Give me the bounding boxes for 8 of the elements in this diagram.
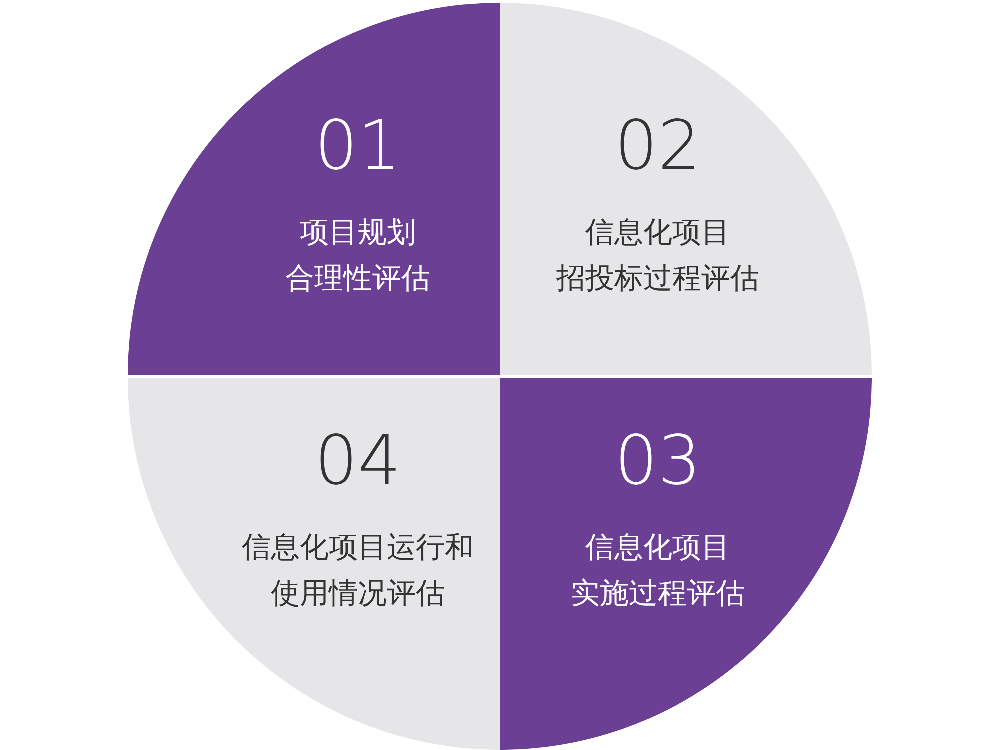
- step-number: 04: [314, 428, 402, 496]
- step-number: 01: [314, 113, 402, 181]
- step-title: 信息化项目运行和使用情况评估: [242, 529, 474, 612]
- step-number: 02: [614, 113, 702, 181]
- step-number: 03: [614, 428, 702, 496]
- step-title: 信息化项目实施过程评估: [571, 529, 745, 612]
- step-title: 项目规划合理性评估: [286, 214, 430, 297]
- step-title: 信息化项目招投标过程评估: [556, 214, 760, 297]
